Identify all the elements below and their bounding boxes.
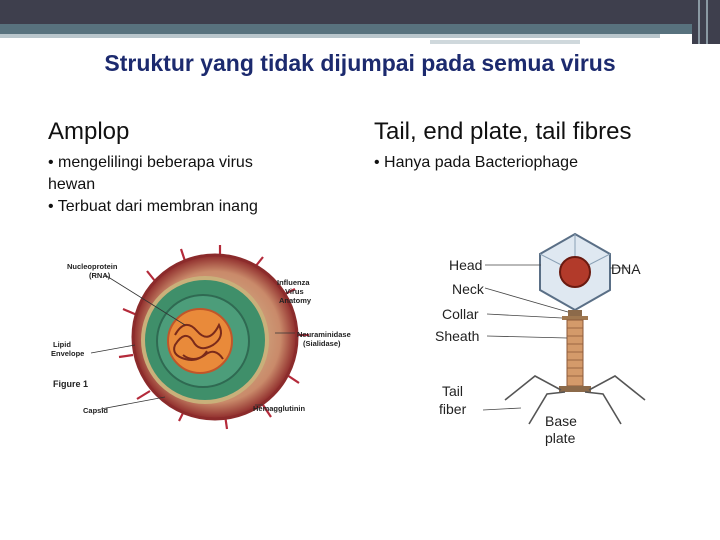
header-light-stripe	[0, 34, 660, 38]
label-fiber: fiber	[439, 401, 467, 417]
label-envelope: Envelope	[51, 349, 84, 358]
label-tail: Tail	[442, 383, 463, 399]
influenza-virus-figure: Nucleoprotein (RNA) Influenza Virus Anat…	[51, 245, 351, 430]
right-bullets: • Hanya pada Bacteriophage	[374, 152, 578, 174]
slide-title: Struktur yang tidak dijumpai pada semua …	[104, 50, 616, 76]
label-sheath: Sheath	[435, 328, 479, 344]
label-virus: Virus	[285, 287, 304, 296]
label-plate: plate	[545, 430, 576, 446]
label-lipid: Lipid	[53, 340, 71, 349]
label-neck: Neck	[452, 281, 485, 297]
label-influenza: Influenza	[277, 278, 310, 287]
label-anatomy: Anatomy	[279, 296, 312, 305]
label-neuraminidase: Neuraminidase	[297, 330, 351, 339]
phage-base-plate	[559, 386, 591, 392]
phage-dna	[559, 256, 591, 288]
label-base: Base	[545, 413, 577, 429]
pointer-lines	[90, 274, 295, 410]
header-bar	[0, 0, 720, 24]
rna-strands	[173, 322, 222, 361]
left-bullet-1-cont: hewan	[48, 176, 96, 193]
phage-tail-fibers	[504, 375, 646, 425]
header-light-stripe-2	[430, 40, 580, 44]
header-accent-stripe	[0, 24, 720, 34]
corner-line	[706, 0, 708, 44]
bacteriophage-figure: Head DNA Neck Collar Sheath Tail fiber B…	[435, 232, 646, 446]
label-rna: (RNA)	[89, 271, 111, 280]
left-bullets: • mengelilingi beberapa virus hewan • Te…	[48, 152, 258, 218]
label-figure: Figure 1	[53, 379, 88, 389]
phage-collar	[562, 316, 588, 320]
label-dna: DNA	[611, 261, 641, 277]
label-head: Head	[449, 257, 482, 273]
label-capsid: Capsid	[83, 406, 108, 415]
label-collar: Collar	[442, 306, 479, 322]
label-hemagglutinin: Hemagglutinin	[253, 404, 306, 413]
left-bullet-2: • Terbuat dari membran inang	[48, 198, 258, 215]
corner-block	[692, 0, 720, 44]
label-sialidase: (Sialidase)	[303, 339, 341, 348]
left-heading: Amplop	[48, 118, 130, 145]
left-bullet-1: • mengelilingi beberapa virus	[48, 154, 253, 171]
label-nucleoprotein: Nucleoprotein	[67, 262, 118, 271]
corner-line	[698, 0, 700, 44]
phage-neck	[568, 310, 582, 316]
right-bullet-1: • Hanya pada Bacteriophage	[374, 154, 578, 171]
right-heading: Tail, end plate, tail fibres	[374, 118, 632, 145]
